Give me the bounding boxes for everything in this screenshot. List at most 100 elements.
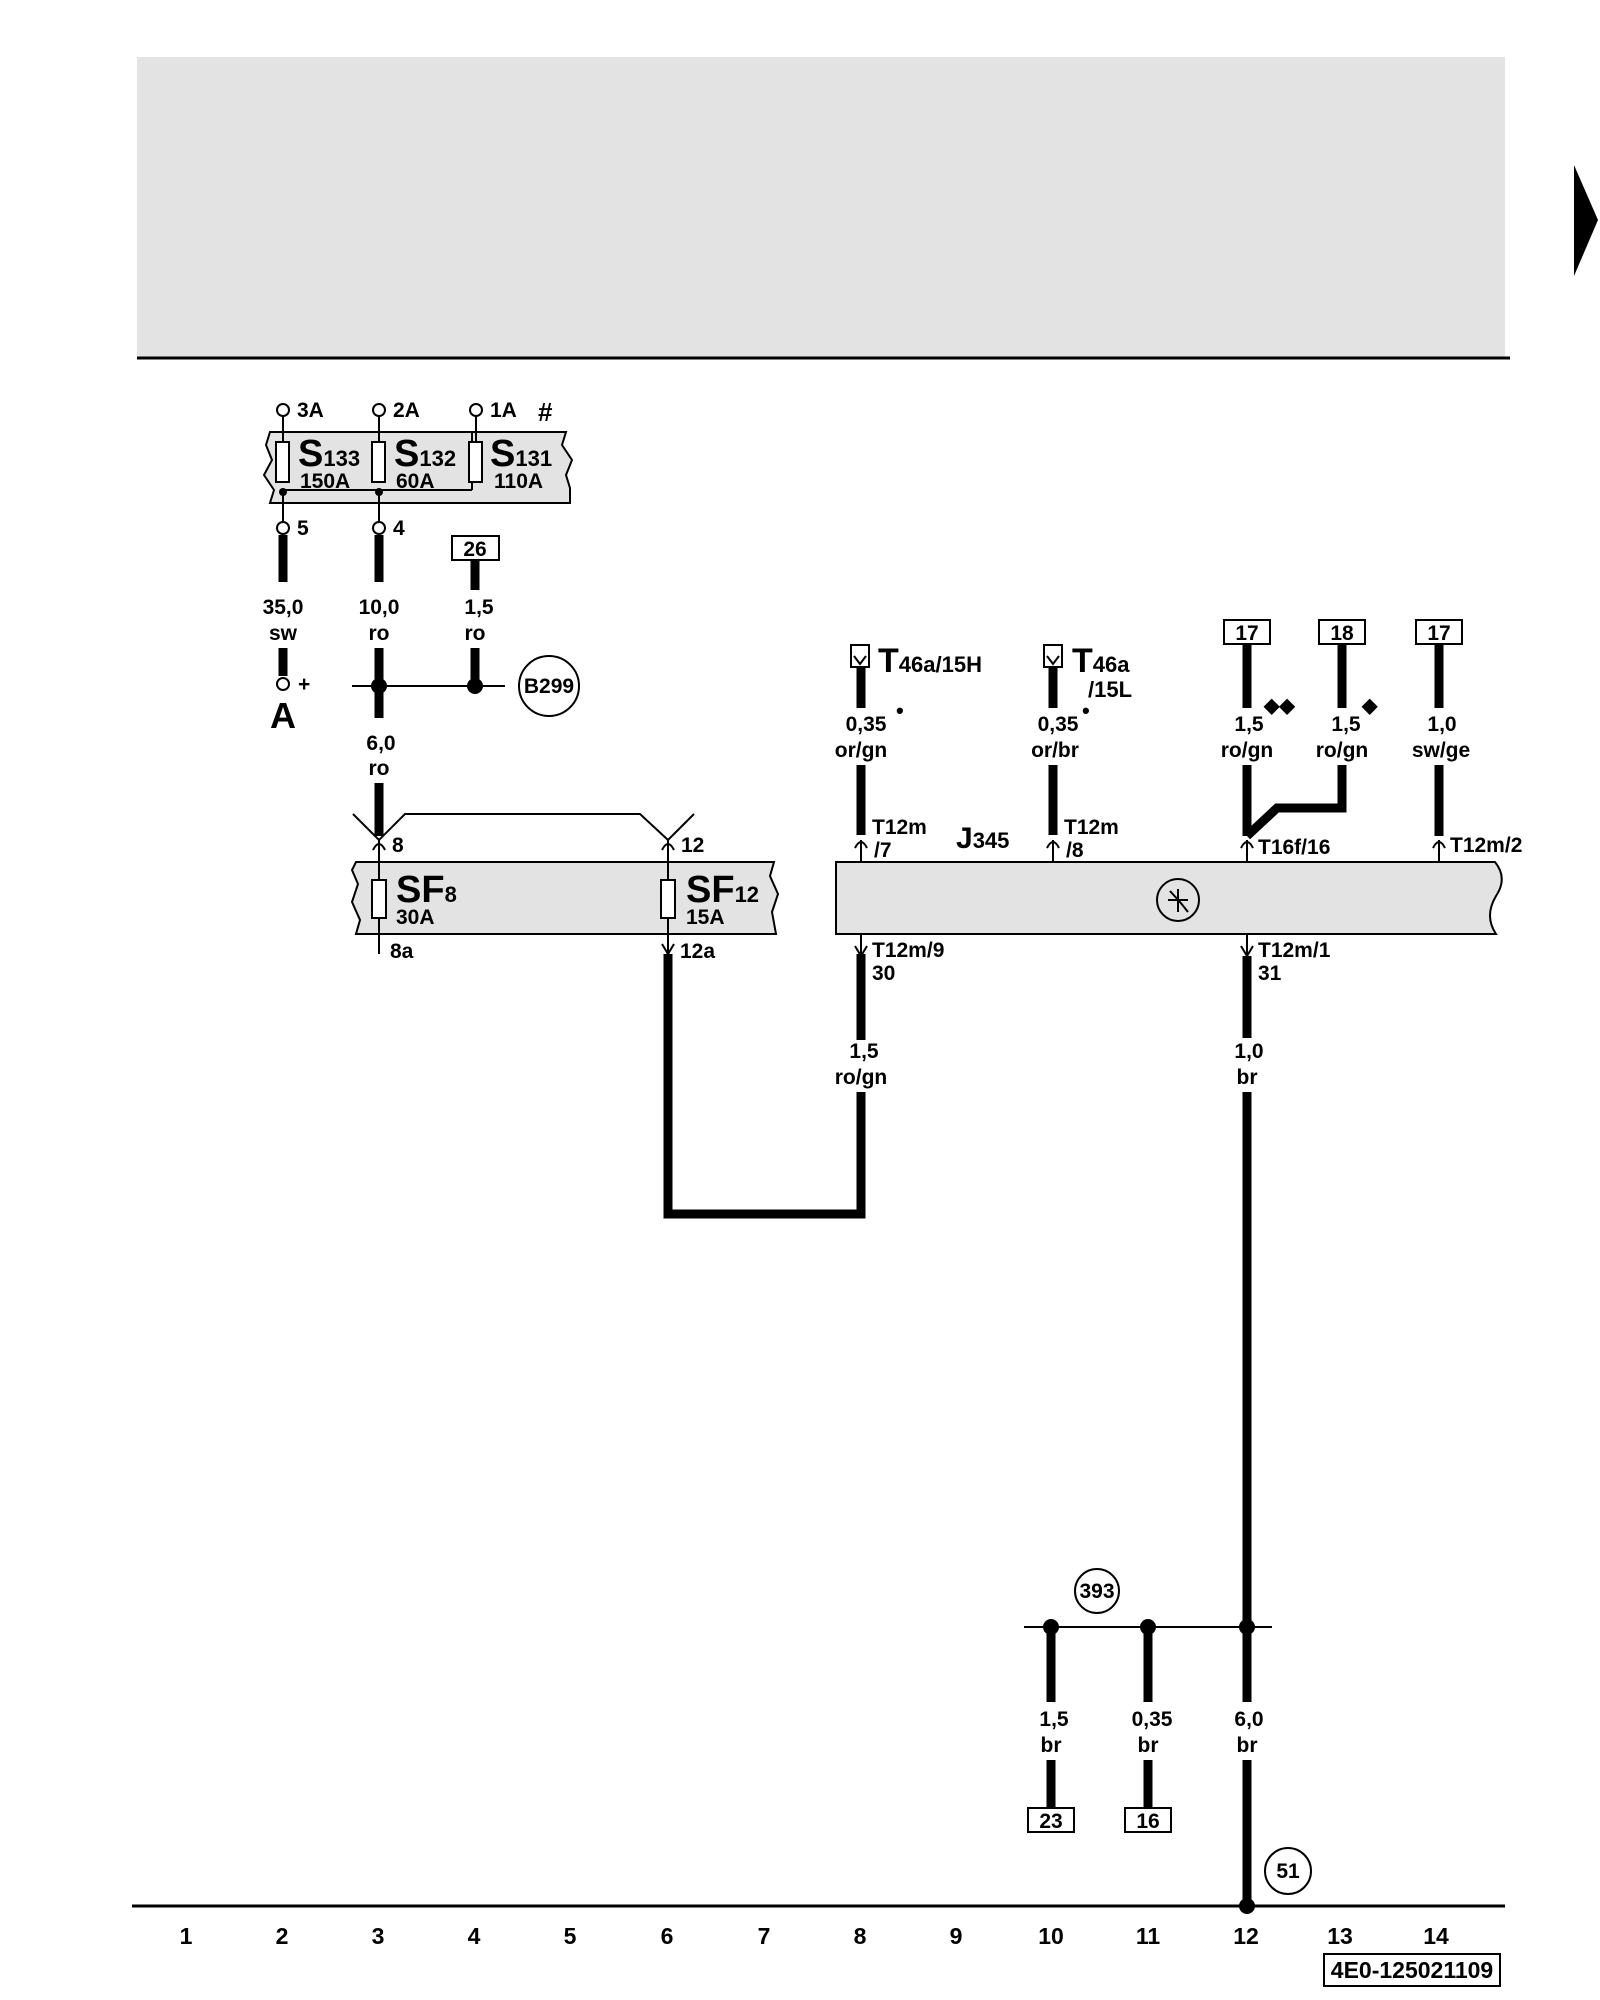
connector-t46a-15l-sub2: /15L: [1088, 677, 1132, 702]
wire-6-ro-color: ro: [369, 757, 390, 780]
terminal-3a-label: 3A: [297, 399, 324, 422]
wire-035-or-gn-gauge: 0,35: [846, 713, 887, 736]
ref-b299-label: B299: [524, 675, 574, 698]
wire-60-br-color: br: [1237, 1734, 1258, 1757]
pin-t12m-1-line2: 31: [1258, 962, 1282, 985]
wire-10-sw-ge-gauge: 1,0: [1427, 713, 1456, 736]
header-band: [137, 57, 1505, 357]
module-j345: J345: [835, 822, 1503, 935]
battery-label: A: [270, 695, 296, 736]
wire-035-or-br-dot: •: [1082, 698, 1090, 723]
wire-15-ro-gn-b-diamond: ◆: [1361, 695, 1378, 717]
pin-t12m-9-line2: 30: [872, 962, 895, 985]
ref-51-icon: [1264, 1847, 1312, 1895]
track-number: 13: [1327, 1923, 1353, 1949]
battery-terminal-icon: [276, 677, 290, 691]
wire-035-or-br-gauge: 0,35: [1038, 713, 1079, 736]
fuse-s133-rating: 150A: [300, 470, 350, 493]
output-5-label: 5: [297, 517, 309, 540]
wire-035-br-gauge: 0,35: [1132, 1708, 1173, 1731]
fuse-block-marker: #: [538, 397, 553, 427]
pin-t12m-7-line1: T12m: [872, 816, 927, 839]
doc-id: 4E0-125021109: [1331, 1957, 1493, 1983]
track-number: 3: [372, 1923, 385, 1949]
ref-box-26: [451, 535, 500, 561]
track-number: 2: [276, 1923, 289, 1949]
wire-35-sw-gauge: 35,0: [263, 596, 304, 619]
wire-035-or-gn-color: or/gn: [835, 739, 888, 762]
wire-60-br-gauge: 6,0: [1234, 1708, 1263, 1731]
pin-t12m-8-line2: /8: [1066, 839, 1084, 862]
fuse-sf8-rating: 30A: [396, 906, 435, 929]
pin-t12m-7-line2: /7: [874, 839, 892, 862]
wire-15-ro-gn-a-gauge: 1,5: [1234, 713, 1264, 736]
terminal-1a-label: 1A: [490, 399, 517, 422]
wire-15-ro-gn-b-gauge: 1,5: [1331, 713, 1361, 736]
fuse-s131-label: S131: [490, 433, 552, 475]
fuse-s133-element-icon: [275, 441, 290, 483]
wire-10-sw-ge-color: sw/ge: [1412, 739, 1470, 762]
track-number: 12: [1233, 1923, 1259, 1949]
fuse-sf12-in-pin: 12: [681, 834, 704, 857]
ref-box-17-b-label: 17: [1427, 622, 1450, 645]
wire-035-or-br-color: or/br: [1031, 739, 1079, 762]
ref-box-16: [1124, 1807, 1172, 1833]
fuse-s131-element-icon: [468, 441, 483, 483]
track-number: 6: [661, 1923, 674, 1949]
ref-box-17-a-label: 17: [1235, 622, 1258, 645]
output-5-icon: [276, 521, 290, 535]
next-page-arrow-icon[interactable]: [1574, 165, 1598, 276]
fuse-s131-rating: 110A: [494, 470, 543, 493]
wire-15-ro-gauge: 1,5: [464, 596, 494, 619]
ref-393-label: 393: [1079, 1580, 1114, 1603]
fuse-sf8-element-icon: [371, 879, 387, 919]
wire-15-br-color: br: [1041, 1734, 1062, 1757]
ref-b299-icon: [518, 655, 580, 717]
ref-box-17-a: [1223, 619, 1271, 645]
pin-t12m-2: T12m/2: [1450, 834, 1522, 857]
fuse-s133-label: S133: [298, 433, 360, 475]
ref-box-18-label: 18: [1330, 622, 1354, 645]
terminal-2a-label: 2A: [393, 399, 420, 422]
wire-6-ro-gauge: 6,0: [366, 732, 395, 755]
pin-t12m-8-line1: T12m: [1064, 816, 1119, 839]
track-numbers: 1 2 3 4 5 6 7 8 9 10 11 12 13 14: [180, 1923, 1449, 1949]
ref-box-18: [1318, 619, 1366, 645]
wire-15-ro-color: ro: [465, 622, 486, 645]
fuse-sf12-rating: 15A: [686, 906, 725, 929]
pin-t16f-16: T16f/16: [1258, 836, 1330, 859]
wire-15-ro-gn-loop-gauge-text: 1,5: [849, 1040, 879, 1063]
track-number: 4: [468, 1923, 481, 1949]
wire-10-ro-color: ro: [369, 622, 390, 645]
fuse-block-top-frame: [262, 431, 574, 504]
track-number: 10: [1038, 1923, 1064, 1949]
fuse-s132-rating: 60A: [396, 470, 435, 493]
fuse-bridge: [352, 813, 695, 842]
fuse-sf12-out-pin: 12a: [680, 940, 715, 963]
ref-box-16-label: 16: [1136, 1810, 1159, 1833]
wire-10-ro-gauge: 10,0: [359, 596, 400, 619]
fuse-sf8-in-pin: 8: [392, 834, 404, 857]
module-ground-symbol-icon[interactable]: [1156, 878, 1200, 922]
track-number: 1: [180, 1923, 193, 1949]
fuse-sf12-label: SF12: [686, 869, 759, 911]
wire-10-br-color: br: [1237, 1066, 1258, 1089]
terminal-1a-icon: [469, 403, 483, 417]
terminal-3a-icon: [276, 403, 290, 417]
output-4-label: 4: [393, 517, 405, 540]
track-number: 11: [1136, 1923, 1161, 1949]
wire-15-ro-gn-b-lower: [1243, 765, 1347, 840]
fuse-block-sf: 8 12 SF8 30A SF12 15A 8a 12a: [350, 834, 780, 963]
track-number: 7: [758, 1923, 771, 1949]
terminal-2a-icon: [372, 403, 386, 417]
ref-box-23: [1027, 1807, 1075, 1833]
connector-t46a-15h-label: T46a/15H: [878, 642, 982, 680]
wire-035-br-color: br: [1138, 1734, 1159, 1757]
pin-t12m-1-line1: T12m/1: [1258, 939, 1331, 962]
wire-15-ro-gn-loop-color-text: ro/gn: [835, 1066, 888, 1089]
module-j345-frame: [835, 861, 1503, 935]
wire-035-or-gn-dot: •: [896, 698, 904, 723]
track-number: 8: [854, 1923, 867, 1949]
fuse-block-top: 3A 2A 1A # S133 150A S132 60A S131 110A …: [262, 397, 574, 540]
